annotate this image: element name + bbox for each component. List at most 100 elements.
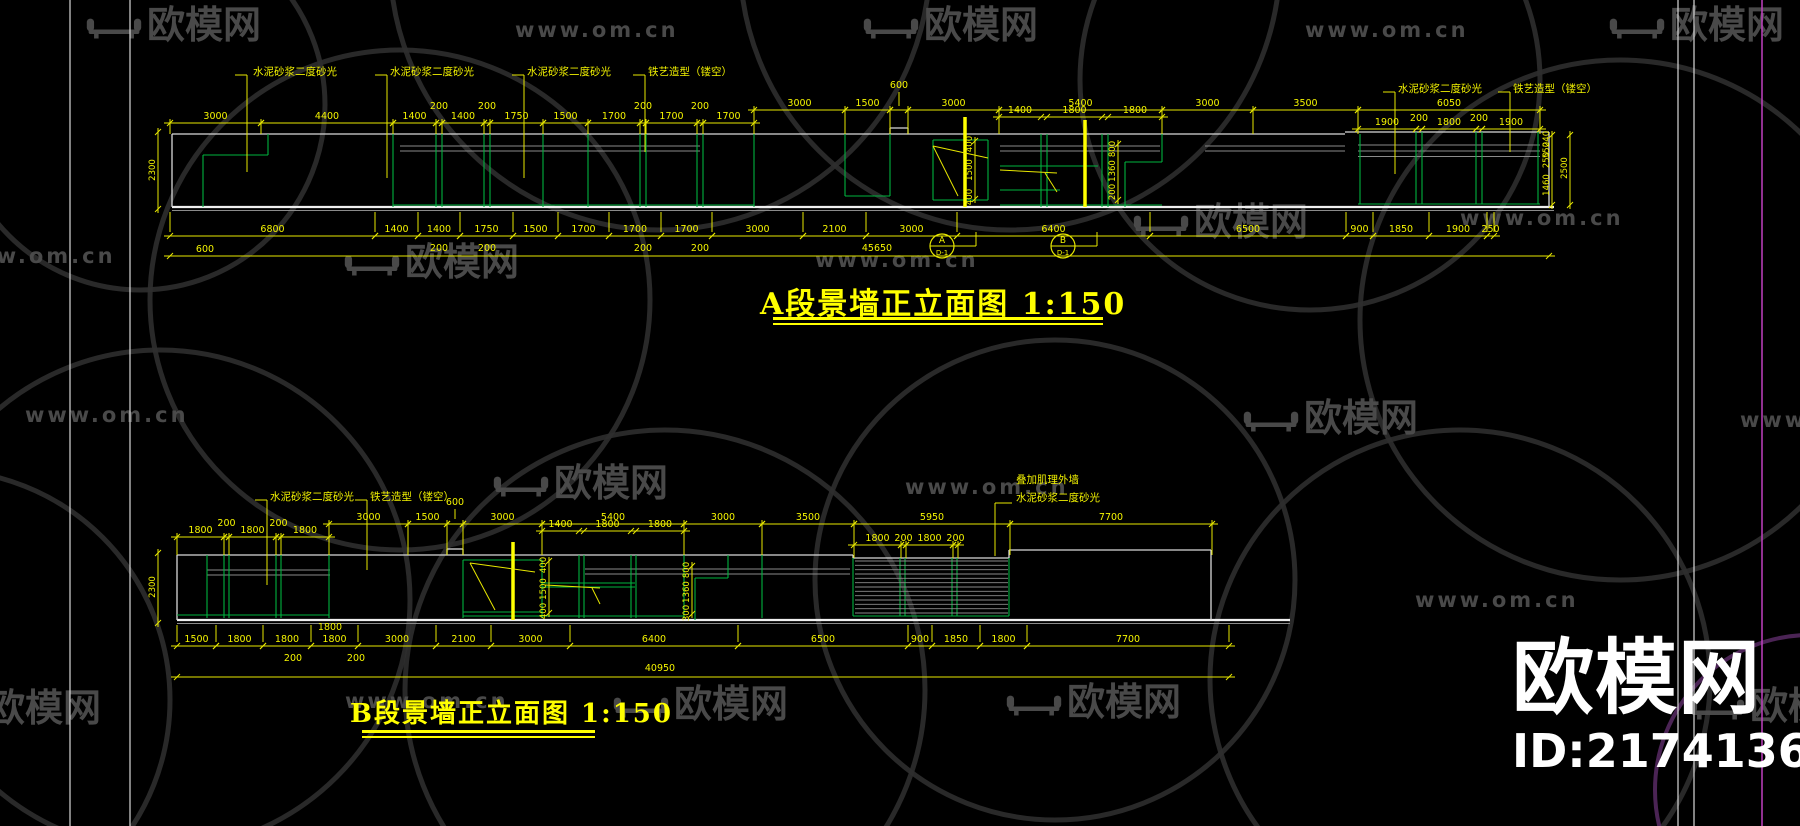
- drawing-b-vdim-label: 800: [682, 562, 692, 578]
- dim-tick: [1412, 125, 1420, 133]
- dim-tick: [1114, 140, 1122, 148]
- drawing-b-dim-label: 1800: [648, 519, 672, 530]
- dim-tick: [1545, 252, 1553, 260]
- dim-tick: [904, 642, 912, 650]
- dim-tick: [1536, 125, 1544, 133]
- drawing-a-dim-label: 1750: [504, 111, 528, 122]
- drawing-a-dim-label: 200: [478, 101, 496, 112]
- sofa-icon: [1609, 17, 1665, 39]
- watermark-url: www.om.cn: [25, 403, 189, 427]
- drawing-a-dim-label: 1400: [1008, 105, 1032, 116]
- dim-tick: [1566, 201, 1574, 209]
- drawing-b-dim-label: 1500: [415, 512, 439, 523]
- drawing-a-vdim-label: 2300: [148, 159, 158, 181]
- dim-tick: [259, 642, 267, 650]
- dim-tick: [1342, 232, 1350, 240]
- drawing-b-material-label: 叠加肌理外墙: [1016, 473, 1079, 486]
- dim-tick: [1037, 113, 1045, 121]
- drawing-a-dim-label: 900: [1350, 224, 1368, 235]
- drawing-b-dim-label: 2100: [451, 634, 475, 645]
- drawing-a-dim-label: 1850: [1389, 224, 1413, 235]
- drawing-b-dim-label: 40950: [645, 663, 675, 674]
- drawing-a-dim-label: 1700: [623, 224, 647, 235]
- watermark-brand: 欧模网: [924, 3, 1038, 47]
- drawing-b-dim-label: 1800: [318, 622, 342, 633]
- sofa-icon: [1133, 214, 1189, 236]
- drawing-a-dim-label: 200: [430, 101, 448, 112]
- drawing-b-dim-label: 6400: [642, 634, 666, 645]
- drawing-a-line: [999, 169, 1058, 174]
- drawing-b-dim-label: 1800: [595, 519, 619, 530]
- title-underline: [773, 323, 1103, 325]
- drawing-b-dim-label: 200: [284, 653, 302, 664]
- sofa-icon: [1006, 694, 1062, 716]
- drawing-b-dim-label: 1800: [293, 525, 317, 536]
- drawing-a-vdim-label: 1360: [1108, 160, 1118, 182]
- drawing-a-dim-label: 1400: [427, 224, 451, 235]
- dim-tick: [799, 232, 807, 240]
- dim-tick: [432, 642, 440, 650]
- drawing-b-dim-label: 1800: [322, 634, 346, 645]
- dim-tick: [545, 609, 553, 617]
- drawing-b-dim-label: 200: [217, 518, 235, 529]
- drawing-b-dim-label: 3000: [385, 634, 409, 645]
- drawing-a-dim-label: 1400: [384, 224, 408, 235]
- drawing-a-dim-label: 200: [430, 243, 448, 254]
- drawing-a-detail-marker-bottom: D-1: [936, 249, 948, 257]
- dim-tick: [154, 549, 162, 557]
- drawing-b-vdim-label: 300: [682, 605, 692, 621]
- dim-tick: [627, 527, 635, 535]
- dim-tick: [657, 232, 665, 240]
- watermark-ring: [390, 0, 930, 233]
- sofa-icon: [1243, 410, 1299, 432]
- drawing-a-dim-label: 3000: [1195, 98, 1219, 109]
- drawing-b-dim-label: 7700: [1116, 634, 1140, 645]
- drawing-b-dim-label: 1800: [991, 634, 1015, 645]
- dim-tick: [1158, 113, 1166, 121]
- drawing-a-dim-label: 1800: [1062, 105, 1086, 116]
- drawing-a-detail-marker-top: A: [939, 236, 946, 246]
- dim-tick: [1478, 125, 1486, 133]
- watermark-brand: 欧模网: [405, 240, 519, 284]
- watermark-url: www.om.cn: [815, 248, 979, 272]
- drawing-b-line: [469, 562, 496, 611]
- dim-tick: [173, 673, 181, 681]
- drawing-a-vdim-label: 800: [1108, 141, 1118, 157]
- drawing-a-line: [1044, 172, 1058, 193]
- dim-tick: [734, 642, 742, 650]
- dim-tick: [509, 232, 517, 240]
- drawing-b-dim-label: 1800: [865, 533, 889, 544]
- dim-tick: [632, 527, 640, 535]
- watermark-url: www.om.cn: [515, 18, 679, 42]
- drawing-a-material-label: 水泥砂浆二度砂光: [527, 65, 611, 78]
- drawing-b-dim-label: 1800: [227, 634, 251, 645]
- dim-tick: [1490, 232, 1498, 240]
- sofa-icon: [863, 17, 919, 39]
- drawing-a-dim-label: 1700: [659, 111, 683, 122]
- drawing-a-material-label: 水泥砂浆二度砂光: [1398, 82, 1482, 95]
- dim-tick: [1114, 196, 1122, 204]
- watermark-ring: [147, 47, 653, 553]
- drawing-a-vdim-label: 2500: [1560, 157, 1570, 179]
- watermark-url: www.om.cn: [1415, 588, 1579, 612]
- drawing-b-material-label: 水泥砂浆二度砂光: [1016, 491, 1100, 504]
- dim-tick: [928, 642, 936, 650]
- drawing-a-dim-label: 1800: [1123, 105, 1147, 116]
- watermark-ring: [740, 0, 1280, 233]
- drawing-b-vdim-label: 400: [539, 603, 549, 619]
- drawing-b-line: [544, 584, 601, 589]
- watermark-ring: [812, 337, 1298, 823]
- drawing-a-dim-label: 6050: [1437, 98, 1461, 109]
- dim-tick: [1566, 131, 1574, 139]
- title-underline: [362, 736, 595, 738]
- drawing-a-dim-label: 3000: [203, 111, 227, 122]
- drawing-a-dim-label: 3000: [745, 224, 769, 235]
- dim-tick: [1146, 232, 1154, 240]
- drawing-b-vdim-label: 1360: [682, 581, 692, 603]
- drawing-a-dim-label: 2100: [822, 224, 846, 235]
- dim-tick: [1418, 125, 1426, 133]
- drawing-a-vdim-label: 550: [1542, 142, 1552, 158]
- dim-tick: [862, 232, 870, 240]
- dim-tick: [680, 527, 688, 535]
